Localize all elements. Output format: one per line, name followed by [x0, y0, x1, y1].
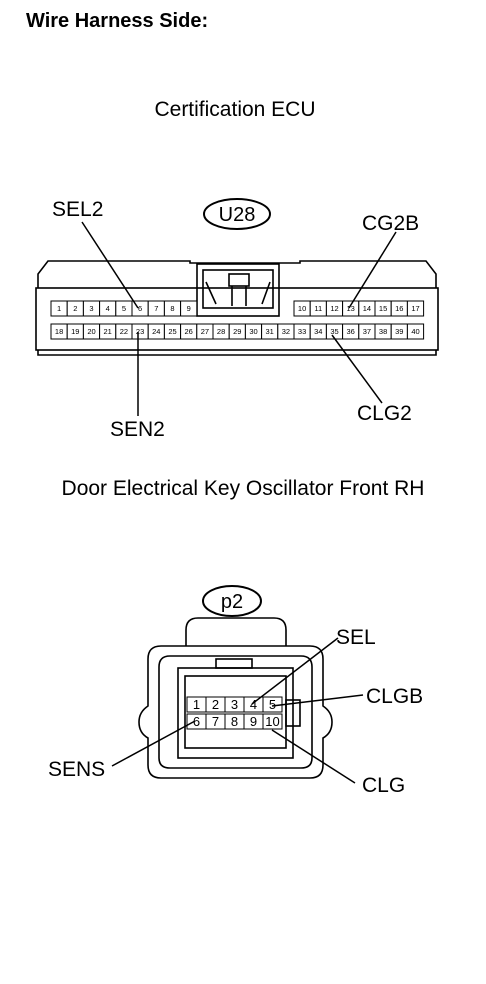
ecu-pin-number: 2 [73, 304, 77, 313]
ecu-pin-number: 6 [138, 304, 142, 313]
ecu-pin-number: 34 [314, 327, 322, 336]
ecu-pin-number: 17 [411, 304, 419, 313]
ecu-pin-cell [406, 300, 425, 317]
ecu-pin-number: 22 [120, 327, 128, 336]
ecu-pin-number: 18 [55, 327, 63, 336]
ecu-label-sel2: SEL2 [52, 198, 103, 221]
ecu-pin-number: 10 [298, 304, 306, 313]
ecu-pin-number: 19 [71, 327, 79, 336]
ecu-connector-id: U28 [219, 204, 256, 226]
ecu-pin-cell [406, 323, 425, 340]
ecu-pin-number: 7 [154, 304, 158, 313]
ecu-pin-number: 25 [168, 327, 176, 336]
ecu-label-sen2: SEN2 [110, 418, 165, 441]
oscillator-pin-cell [262, 713, 283, 730]
ecu-pin-number: 5 [122, 304, 126, 313]
oscillator-pin-number: 2 [212, 697, 219, 712]
ecu-pin-number: 32 [282, 327, 290, 336]
ecu-pin-number: 4 [106, 304, 110, 313]
ecu-pin-number: 15 [379, 304, 387, 313]
ecu-pin-number: 36 [347, 327, 355, 336]
oscillator-label-clgb: CLGB [366, 685, 423, 708]
ecu-label-clg2: CLG2 [357, 402, 412, 425]
ecu-pin-number: 37 [363, 327, 371, 336]
ecu-leader-lines [81, 221, 397, 416]
ecu-pin-number: 28 [217, 327, 225, 336]
oscillator-pin-number: 4 [250, 697, 257, 712]
ecu-connector [35, 260, 439, 356]
oscillator-pin-number: 5 [269, 697, 276, 712]
oscillator-label-clg: CLG [362, 774, 405, 797]
ecu-pin-number: 9 [187, 304, 191, 313]
ecu-pin-number: 14 [363, 304, 371, 313]
ecu-pin-number: 20 [87, 327, 95, 336]
ecu-pin-number: 33 [298, 327, 306, 336]
ecu-pin-number: 24 [152, 327, 160, 336]
ecu-pin-number: 31 [266, 327, 274, 336]
ecu-pin-number: 35 [330, 327, 338, 336]
oscillator-connector-id: p2 [221, 591, 243, 613]
ecu-label-cg2b: CG2B [362, 212, 419, 235]
oscillator-pin-number: 6 [193, 714, 200, 729]
ecu-pin-number: 8 [170, 304, 174, 313]
ecu-pin-number: 11 [314, 304, 322, 313]
oscillator-label-sens: SENS [48, 758, 105, 781]
ecu-pin-number: 26 [185, 327, 193, 336]
oscillator-pin-number: 3 [231, 697, 238, 712]
ecu-pin-number: 39 [395, 327, 403, 336]
ecu-pin-number: 12 [330, 304, 338, 313]
oscillator-title: Door Electrical Key Oscillator Front RH [61, 477, 425, 500]
ecu-pin-number: 21 [104, 327, 112, 336]
ecu-pin-number: 23 [136, 327, 144, 336]
oscillator-label-sel: SEL [336, 626, 376, 649]
ecu-connector-id-badge: U28 [203, 198, 271, 230]
oscillator-pin-number: 1 [193, 697, 200, 712]
ecu-title: Certification ECU [154, 98, 316, 121]
oscillator-connector [138, 617, 333, 779]
oscillator-pin-number: 9 [250, 714, 257, 729]
ecu-pin-cell [180, 300, 198, 317]
ecu-pin-number: 16 [395, 304, 403, 313]
ecu-pin-number: 40 [411, 327, 419, 336]
ecu-pin-number: 30 [249, 327, 257, 336]
oscillator-pin-number: 10 [265, 714, 279, 729]
oscillator-leader-lines [111, 637, 364, 784]
ecu-pin-number: 13 [347, 304, 355, 313]
oscillator-pin-number: 8 [231, 714, 238, 729]
oscillator-connector-id-badge: p2 [202, 585, 262, 617]
page-title: Wire Harness Side: [26, 10, 209, 32]
ecu-pin-number: 3 [89, 304, 93, 313]
ecu-pin-number: 29 [233, 327, 241, 336]
ecu-pin-number: 27 [201, 327, 209, 336]
ecu-pin-number: 1 [57, 304, 61, 313]
oscillator-pin-number: 7 [212, 714, 219, 729]
ecu-pin-number: 38 [379, 327, 387, 336]
